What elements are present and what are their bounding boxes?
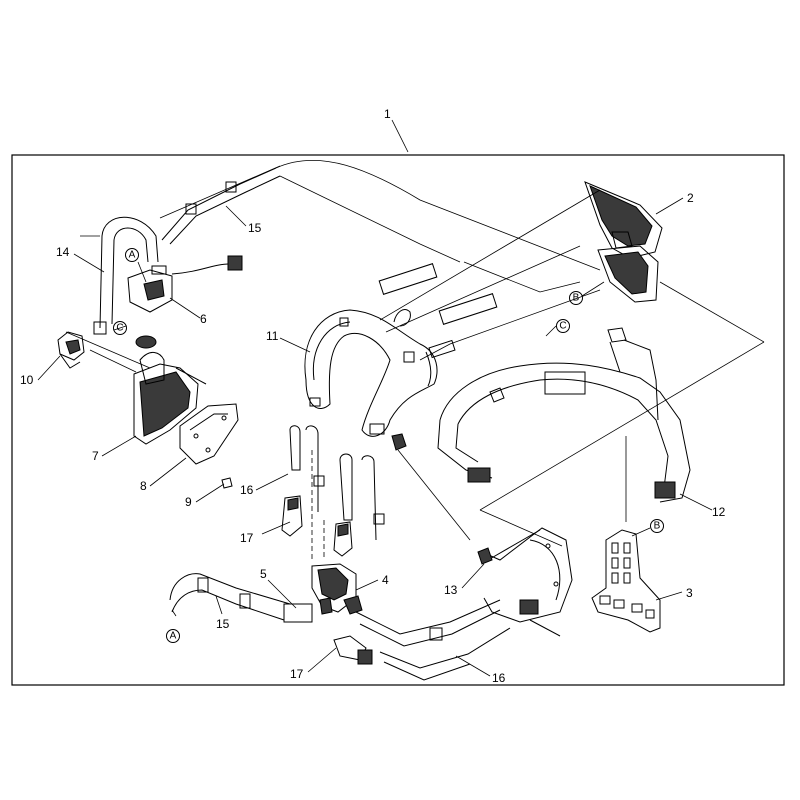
callout-17-lower: 17 <box>290 667 304 681</box>
hip-belt-part <box>437 327 691 503</box>
callout-15-lower: 15 <box>216 617 230 631</box>
callout-6: 6 <box>200 312 207 326</box>
assembly-outline-lines <box>65 160 765 547</box>
callout-14: 14 <box>56 245 70 259</box>
hip-pad-part <box>477 527 573 637</box>
callout-3: 3 <box>686 586 693 600</box>
callout-15-upper: 15 <box>248 221 262 235</box>
callout-1: 1 <box>384 107 391 121</box>
marker-c-left: C <box>116 323 123 334</box>
marker-b-upper: B <box>573 293 580 304</box>
callout-11: 11 <box>266 329 279 343</box>
marker-a-upper: A <box>129 250 136 261</box>
shoulder-strap-loops <box>289 425 385 560</box>
callout-4: 4 <box>382 573 389 587</box>
reference-markers: A A B B C C <box>113 248 664 643</box>
callout-9: 9 <box>185 495 192 509</box>
left-harness-parts <box>57 167 281 489</box>
hip-plate-part <box>591 529 661 633</box>
lower-strap-part <box>169 573 291 621</box>
callout-2: 2 <box>687 191 694 205</box>
marker-c-right: C <box>559 321 566 332</box>
callout-labels: 1 2 3 4 5 6 7 8 9 10 11 12 13 14 15 15 1… <box>20 107 726 685</box>
callout-5: 5 <box>260 567 267 581</box>
leader-lines <box>37 119 713 677</box>
marker-b-lower: B <box>654 521 661 532</box>
callout-16-lower: 16 <box>492 671 506 685</box>
lower-strap-16-part <box>333 599 511 681</box>
center-buckle-part <box>283 563 363 623</box>
callout-8: 8 <box>140 479 147 493</box>
callout-12: 12 <box>712 505 726 519</box>
callout-13: 13 <box>444 583 458 597</box>
shoulder-harness-part <box>304 309 438 451</box>
callout-10: 10 <box>20 373 34 387</box>
buckle-upper-part <box>281 495 353 557</box>
back-plate-part <box>584 181 663 303</box>
callout-17-upper: 17 <box>240 531 254 545</box>
marker-a-lower: A <box>170 631 177 642</box>
diagram-frame <box>11 154 785 686</box>
callout-16-upper: 16 <box>240 483 254 497</box>
callout-7: 7 <box>92 449 99 463</box>
